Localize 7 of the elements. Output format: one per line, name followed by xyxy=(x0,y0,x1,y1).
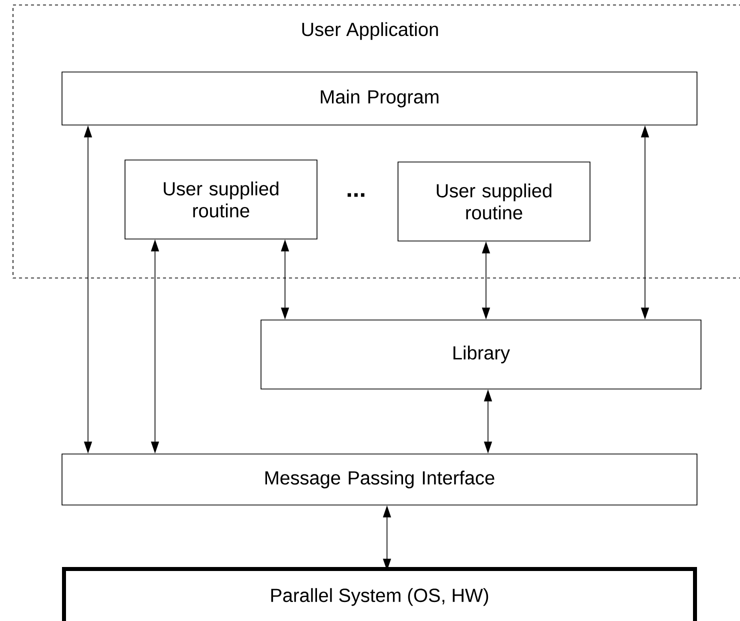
process-box: User supplied routine xyxy=(398,162,590,242)
process-box: Main Program xyxy=(62,72,698,126)
system-box: Parallel System (OS, HW) xyxy=(62,566,697,621)
ellipsis: ... xyxy=(348,193,364,197)
process-box: Message Passing Interface xyxy=(62,454,698,506)
process-box: User supplied routine xyxy=(124,160,318,240)
process-box: Library xyxy=(260,320,702,390)
